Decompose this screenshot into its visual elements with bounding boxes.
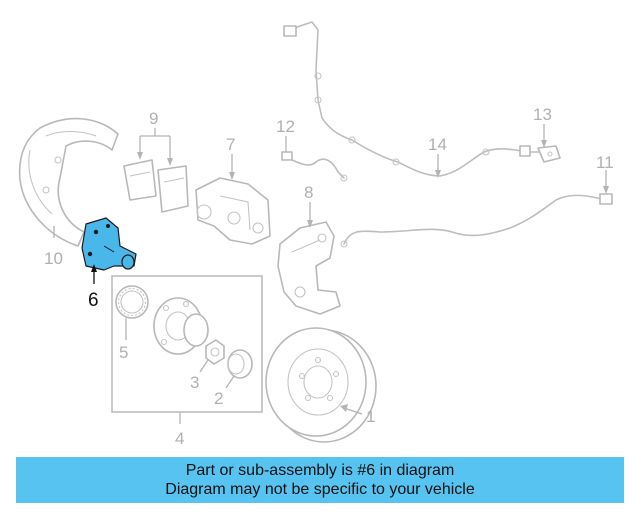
clip-part[interactable]	[537, 145, 561, 163]
parts-diagram: 10 9 7 12 8	[18, 21, 614, 448]
brake-line-part[interactable]	[340, 193, 613, 248]
tone-ring-part[interactable]	[115, 285, 149, 319]
callout-14: 14	[428, 135, 447, 154]
banner-line-1: Part or sub-assembly is #6 in diagram	[185, 462, 455, 479]
brake-hose-part[interactable]	[281, 151, 348, 182]
splash-shield-part[interactable]	[18, 117, 119, 247]
callout-10: 10	[44, 249, 63, 268]
brake-rotor-part[interactable]	[265, 327, 377, 443]
hub-flange-part[interactable]	[153, 297, 209, 355]
callout-7: 7	[226, 135, 235, 154]
knuckle-part-highlighted[interactable]	[81, 217, 137, 271]
callout-5: 5	[119, 343, 128, 362]
callout-3: 3	[190, 373, 199, 392]
caliper-bracket-part[interactable]	[277, 221, 341, 315]
caliper-part[interactable]	[195, 177, 271, 245]
banner-line-2: Diagram may not be specific to your vehi…	[165, 481, 475, 498]
callout-4: 4	[175, 429, 184, 448]
abs-sensor-wire[interactable]	[283, 21, 353, 141]
hub-assembly-box	[111, 275, 263, 413]
callout-6: 6	[88, 290, 99, 311]
sensor-harness-part[interactable]	[348, 136, 547, 177]
callout-9: 9	[149, 109, 158, 128]
callout-8: 8	[304, 183, 313, 202]
hub-nut-part[interactable]	[205, 339, 225, 365]
brake-pads-part[interactable]	[123, 159, 189, 213]
callout-13: 13	[533, 105, 552, 124]
info-banner: Part or sub-assembly is #6 in diagram Di…	[16, 457, 624, 503]
callout-2: 2	[214, 389, 223, 408]
callout-1: 1	[366, 407, 375, 426]
dust-cap-part[interactable]	[227, 349, 253, 379]
callout-11: 11	[596, 153, 614, 172]
callout-12: 12	[276, 117, 295, 136]
